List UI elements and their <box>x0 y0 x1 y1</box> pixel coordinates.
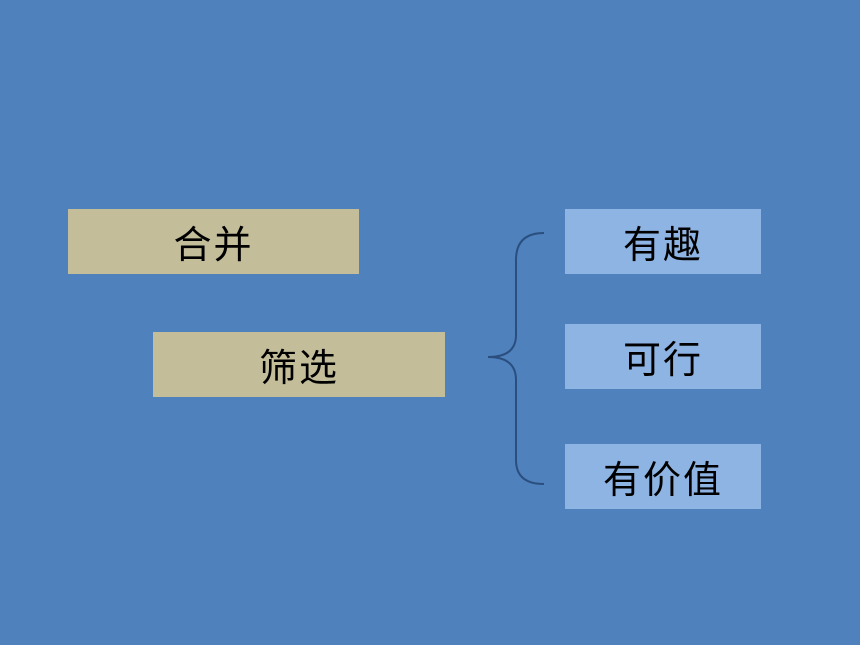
criterion-feasible-box: 可行 <box>565 324 761 389</box>
criterion-interesting-label: 有趣 <box>622 223 703 267</box>
filter-box: 筛选 <box>153 332 445 397</box>
filter-label: 筛选 <box>258 346 339 390</box>
merge-box: 合并 <box>68 209 359 274</box>
criterion-feasible-label: 可行 <box>622 338 703 382</box>
merge-label: 合并 <box>173 223 254 267</box>
criterion-valuable-box: 有价值 <box>565 444 761 509</box>
brace-path <box>487 232 545 485</box>
criterion-valuable-label: 有价值 <box>602 458 723 502</box>
criterion-interesting-box: 有趣 <box>565 209 761 274</box>
